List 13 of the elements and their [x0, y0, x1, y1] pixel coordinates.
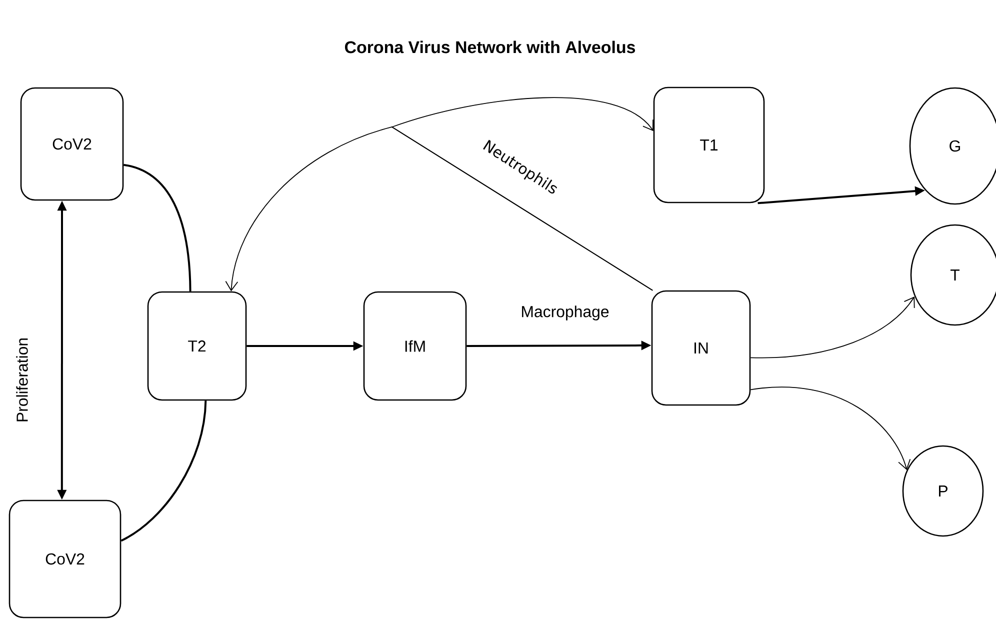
edge-label: Macrophage — [520, 304, 610, 322]
rounded-box: CoV2 — [20, 87, 124, 201]
rounded-box: T2 — [147, 291, 247, 401]
rounded-box: CoV2 — [8, 500, 122, 618]
rounded-box: IN — [651, 290, 751, 406]
edge-label: Proliferation — [15, 336, 29, 424]
rounded-box: T1 — [653, 86, 765, 204]
title: Corona Virus Network with Alveolus — [344, 40, 636, 54]
arrow — [750, 296, 915, 358]
arrow — [750, 386, 911, 470]
rounded-box: IfM — [363, 291, 467, 401]
ellipse-node: P — [902, 445, 984, 537]
arrow — [225, 126, 654, 292]
